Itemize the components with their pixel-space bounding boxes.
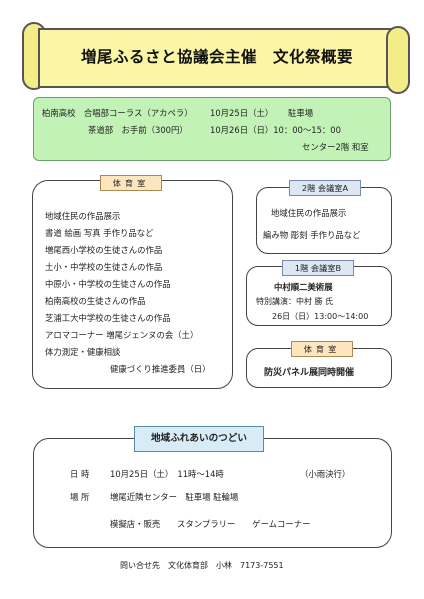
schedule-line2-left: 茶道部 お手前（300円） bbox=[88, 125, 188, 135]
room-b-title: 中村順二美術展 bbox=[274, 282, 333, 292]
community-date-value: 10月25日（土） 11時～14時 bbox=[110, 469, 224, 479]
room-a-tag: 2階 会議室A bbox=[289, 180, 361, 196]
community-place-value: 増尾近隣センター 駐車場 駐輪場 bbox=[110, 492, 239, 502]
schedule-line3: センター2階 和室 bbox=[302, 142, 369, 152]
community-date-label: 日 時 bbox=[70, 469, 90, 479]
schedule-line2-date: 10月26日（日）10：00～15：00 bbox=[210, 125, 341, 135]
title-banner bbox=[38, 28, 394, 88]
community-event-box bbox=[33, 438, 392, 548]
contact-footer: 問い合せ先 文化体育部 小林 7173-7551 bbox=[120, 561, 284, 570]
room-b-lecture: 特別講演：中村 勝 氏 bbox=[256, 297, 334, 306]
gym-exhibit-box bbox=[32, 180, 233, 389]
list-item: 増尾西小学校の生徒さんの作品 bbox=[45, 245, 163, 255]
schedule-line1-date: 10月25日（土） bbox=[210, 108, 274, 118]
room-b-tag: 1階 会議室B bbox=[282, 260, 354, 276]
list-item: 健康づくり推進委員（日） bbox=[110, 364, 211, 374]
schedule-line1-extra: 駐車場 bbox=[288, 108, 314, 118]
list-item: アロマコーナー 増尾ジェンヌの会（土） bbox=[45, 330, 199, 340]
room-a-line2: 編み物 彫刻 手作り品など bbox=[263, 230, 361, 240]
room-b-time: 26日（日）13:00～14:00 bbox=[272, 312, 369, 321]
banner-scroll-right bbox=[386, 26, 410, 94]
list-item: 土小・中学校の生徒さんの作品 bbox=[45, 262, 163, 272]
list-item: 体力測定・健康相談 bbox=[45, 347, 121, 357]
list-item: 書道 絵画 写真 手作り品など bbox=[45, 228, 154, 238]
room-b-box bbox=[246, 266, 392, 326]
gym2-tag: 体育室 bbox=[291, 341, 353, 357]
community-events: 模擬店・販売 スタンプラリー ゲームコーナー bbox=[110, 519, 311, 529]
room-a-line1: 地域住民の作品展示 bbox=[271, 208, 347, 218]
list-item: 芝浦工大中学校の生徒さんの作品 bbox=[45, 313, 171, 323]
community-date-note: （小雨決行） bbox=[300, 469, 351, 479]
page-title: 増尾ふるさと協議会主催 文化祭概要 bbox=[80, 48, 353, 66]
list-item: 地域住民の作品展示 bbox=[45, 211, 121, 221]
list-item: 柏南高校の生徒さんの作品 bbox=[45, 296, 146, 306]
schedule-box bbox=[33, 97, 391, 161]
disaster-panel-title: 防災パネル展同時開催 bbox=[264, 368, 355, 378]
schedule-line1-left: 柏南高校 合唱部コーラス（アカペラ） bbox=[42, 108, 193, 118]
community-place-label: 場 所 bbox=[70, 492, 90, 502]
community-event-tag: 地域ふれあいのつどい bbox=[134, 426, 264, 452]
room-a-box bbox=[256, 187, 392, 254]
list-item: 中原小・中学校の生徒さんの作品 bbox=[45, 279, 171, 289]
gym-tag: 体育室 bbox=[100, 175, 162, 191]
